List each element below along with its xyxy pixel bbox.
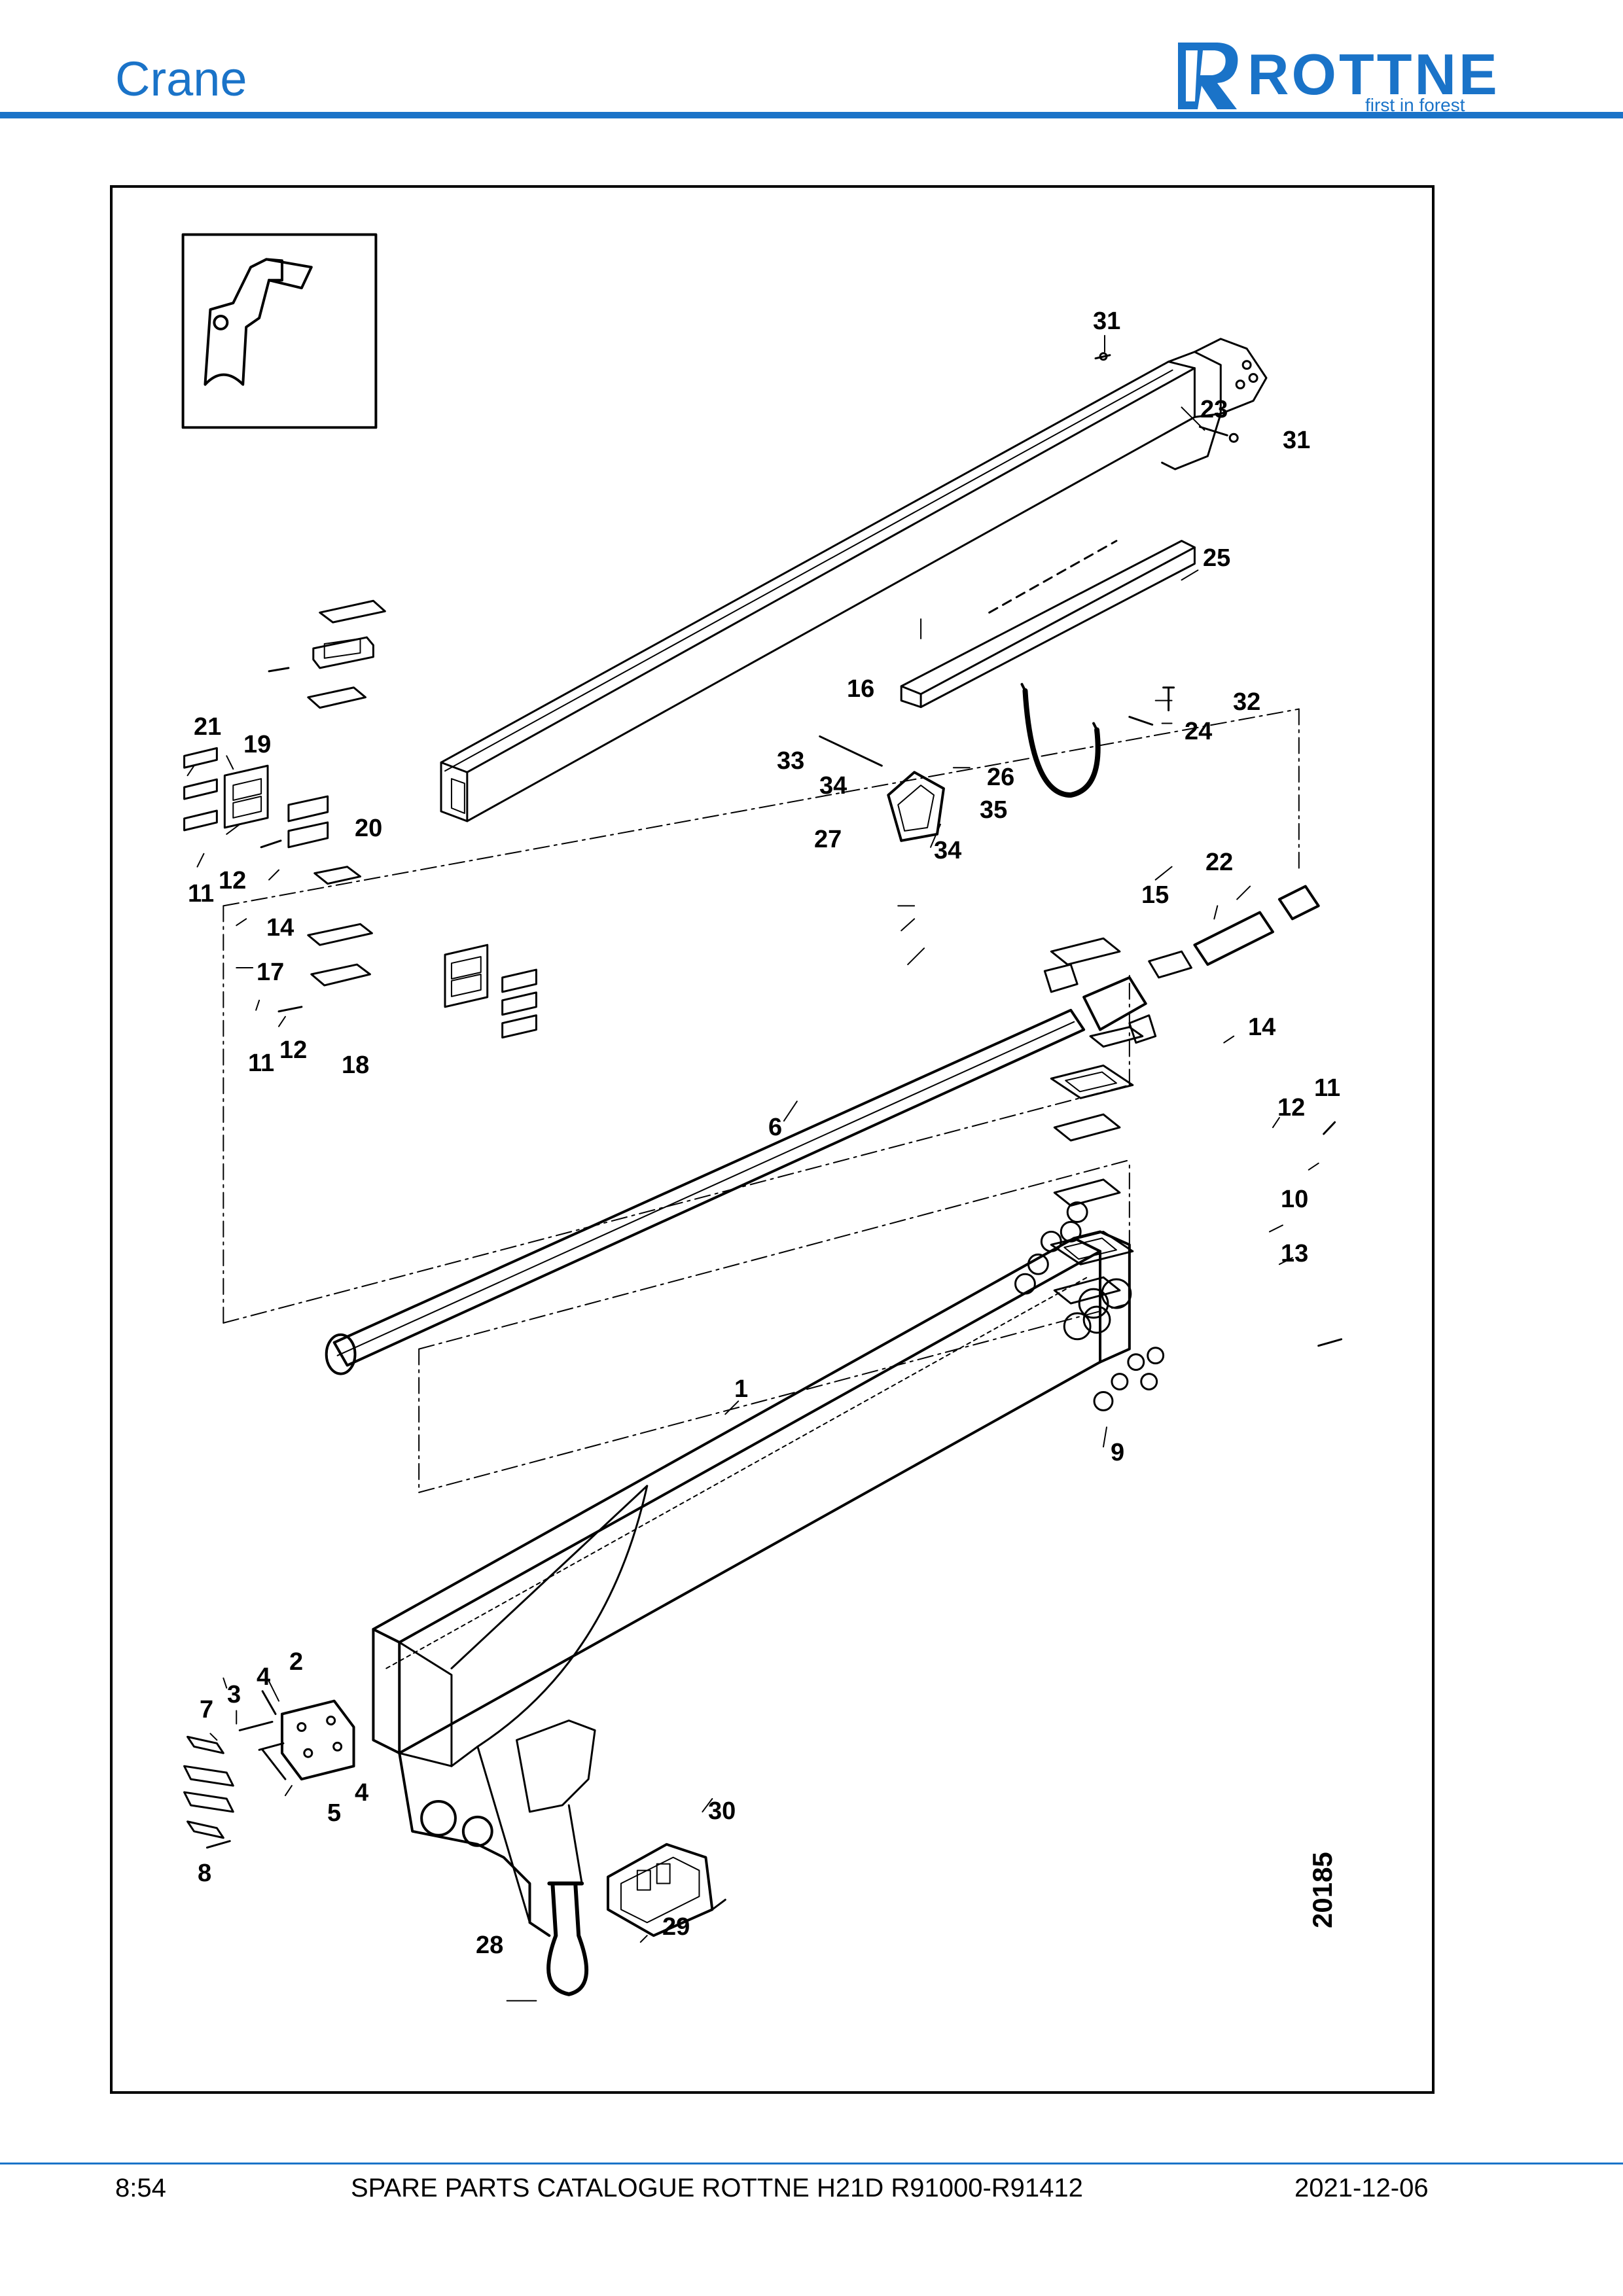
callout-9: 9 (1111, 1439, 1125, 1466)
callout-16: 16 (847, 675, 875, 703)
callout-24: 24 (1185, 718, 1213, 745)
callout-12-right: 12 (1277, 1094, 1306, 1122)
header-rule (0, 112, 1623, 118)
logo-tagline: first in forest (1365, 95, 1465, 115)
drawing-frame: 31 23 31 25 16 32 24 33 34 26 35 27 34 2… (110, 185, 1435, 2094)
callout-12-lower: 12 (279, 1036, 308, 1064)
callout-28: 28 (476, 1932, 504, 1959)
callout-25: 25 (1203, 544, 1231, 572)
callout-33: 33 (777, 747, 805, 775)
crane-section-inset (181, 233, 378, 429)
assembly-lines (223, 708, 1300, 1493)
callout-14-right: 14 (1248, 1014, 1276, 1041)
cover-29 (607, 1843, 726, 1937)
callout-2: 2 (289, 1648, 304, 1676)
callout-1: 1 (734, 1375, 749, 1403)
callout-32: 32 (1233, 688, 1261, 716)
callout-10: 10 (1281, 1186, 1309, 1213)
logo-mark-icon (1178, 43, 1238, 109)
exploded-view-drawing (181, 233, 1343, 2002)
wear-pads-left (183, 599, 537, 1039)
callout-15: 15 (1141, 881, 1169, 909)
leader-lines (187, 334, 1319, 2002)
end-plate-2 (183, 1690, 355, 1849)
callout-23: 23 (1200, 396, 1228, 423)
callout-14-left: 14 (266, 914, 294, 942)
callout-11-upper: 11 (188, 880, 215, 908)
callout-29: 29 (662, 1913, 690, 1941)
callout-20: 20 (355, 815, 383, 842)
callout-12-upper: 12 (219, 867, 247, 894)
slide-rail-25 (900, 540, 1196, 709)
footer-page-number: 8:54 (115, 2174, 166, 2202)
callout-22: 22 (1205, 849, 1234, 876)
rottne-logo: ROTTNE first in forest (1171, 36, 1512, 115)
drawing-number: 20185 (1307, 1852, 1338, 1928)
footer-date: 2021-12-06 (1294, 2174, 1429, 2202)
callout-5: 5 (327, 1799, 342, 1827)
small-hardware (260, 352, 1343, 1347)
page-title: Crane (115, 52, 247, 106)
lifting-eye-28 (546, 1881, 589, 1996)
inner-boom-1 (372, 1201, 1165, 1937)
callout-31-top: 31 (1093, 308, 1121, 335)
callout-35: 35 (980, 796, 1008, 824)
callout-3: 3 (227, 1681, 241, 1708)
callout-21: 21 (194, 713, 222, 741)
callout-30: 30 (708, 1797, 736, 1825)
callout-31-right: 31 (1283, 427, 1311, 454)
callout-11-lower: 11 (248, 1050, 275, 1077)
callout-26: 26 (987, 764, 1015, 791)
callout-17: 17 (257, 959, 285, 986)
callout-6: 6 (768, 1114, 783, 1141)
callout-27: 27 (814, 826, 842, 853)
footer-rule (0, 2163, 1623, 2164)
footer-catalogue-title: SPARE PARTS CATALOGUE ROTTNE H21D R91000… (351, 2174, 1083, 2202)
callout-34-lower: 34 (934, 837, 962, 864)
callout-19: 19 (243, 731, 272, 758)
callout-7: 7 (200, 1696, 214, 1723)
callout-8: 8 (198, 1860, 212, 1887)
callout-18: 18 (342, 1051, 370, 1079)
callout-34-upper: 34 (819, 772, 847, 800)
outer-boom-16 (440, 338, 1268, 822)
callout-4-upper: 4 (257, 1663, 271, 1691)
hose-26-bracket-27 (887, 682, 1101, 842)
logo-wordmark: ROTTNE (1247, 42, 1500, 107)
callout-13: 13 (1281, 1240, 1309, 1267)
callout-11-right: 11 (1314, 1074, 1341, 1102)
callout-4-lower: 4 (355, 1779, 369, 1807)
extension-cylinder-6 (325, 885, 1320, 1375)
